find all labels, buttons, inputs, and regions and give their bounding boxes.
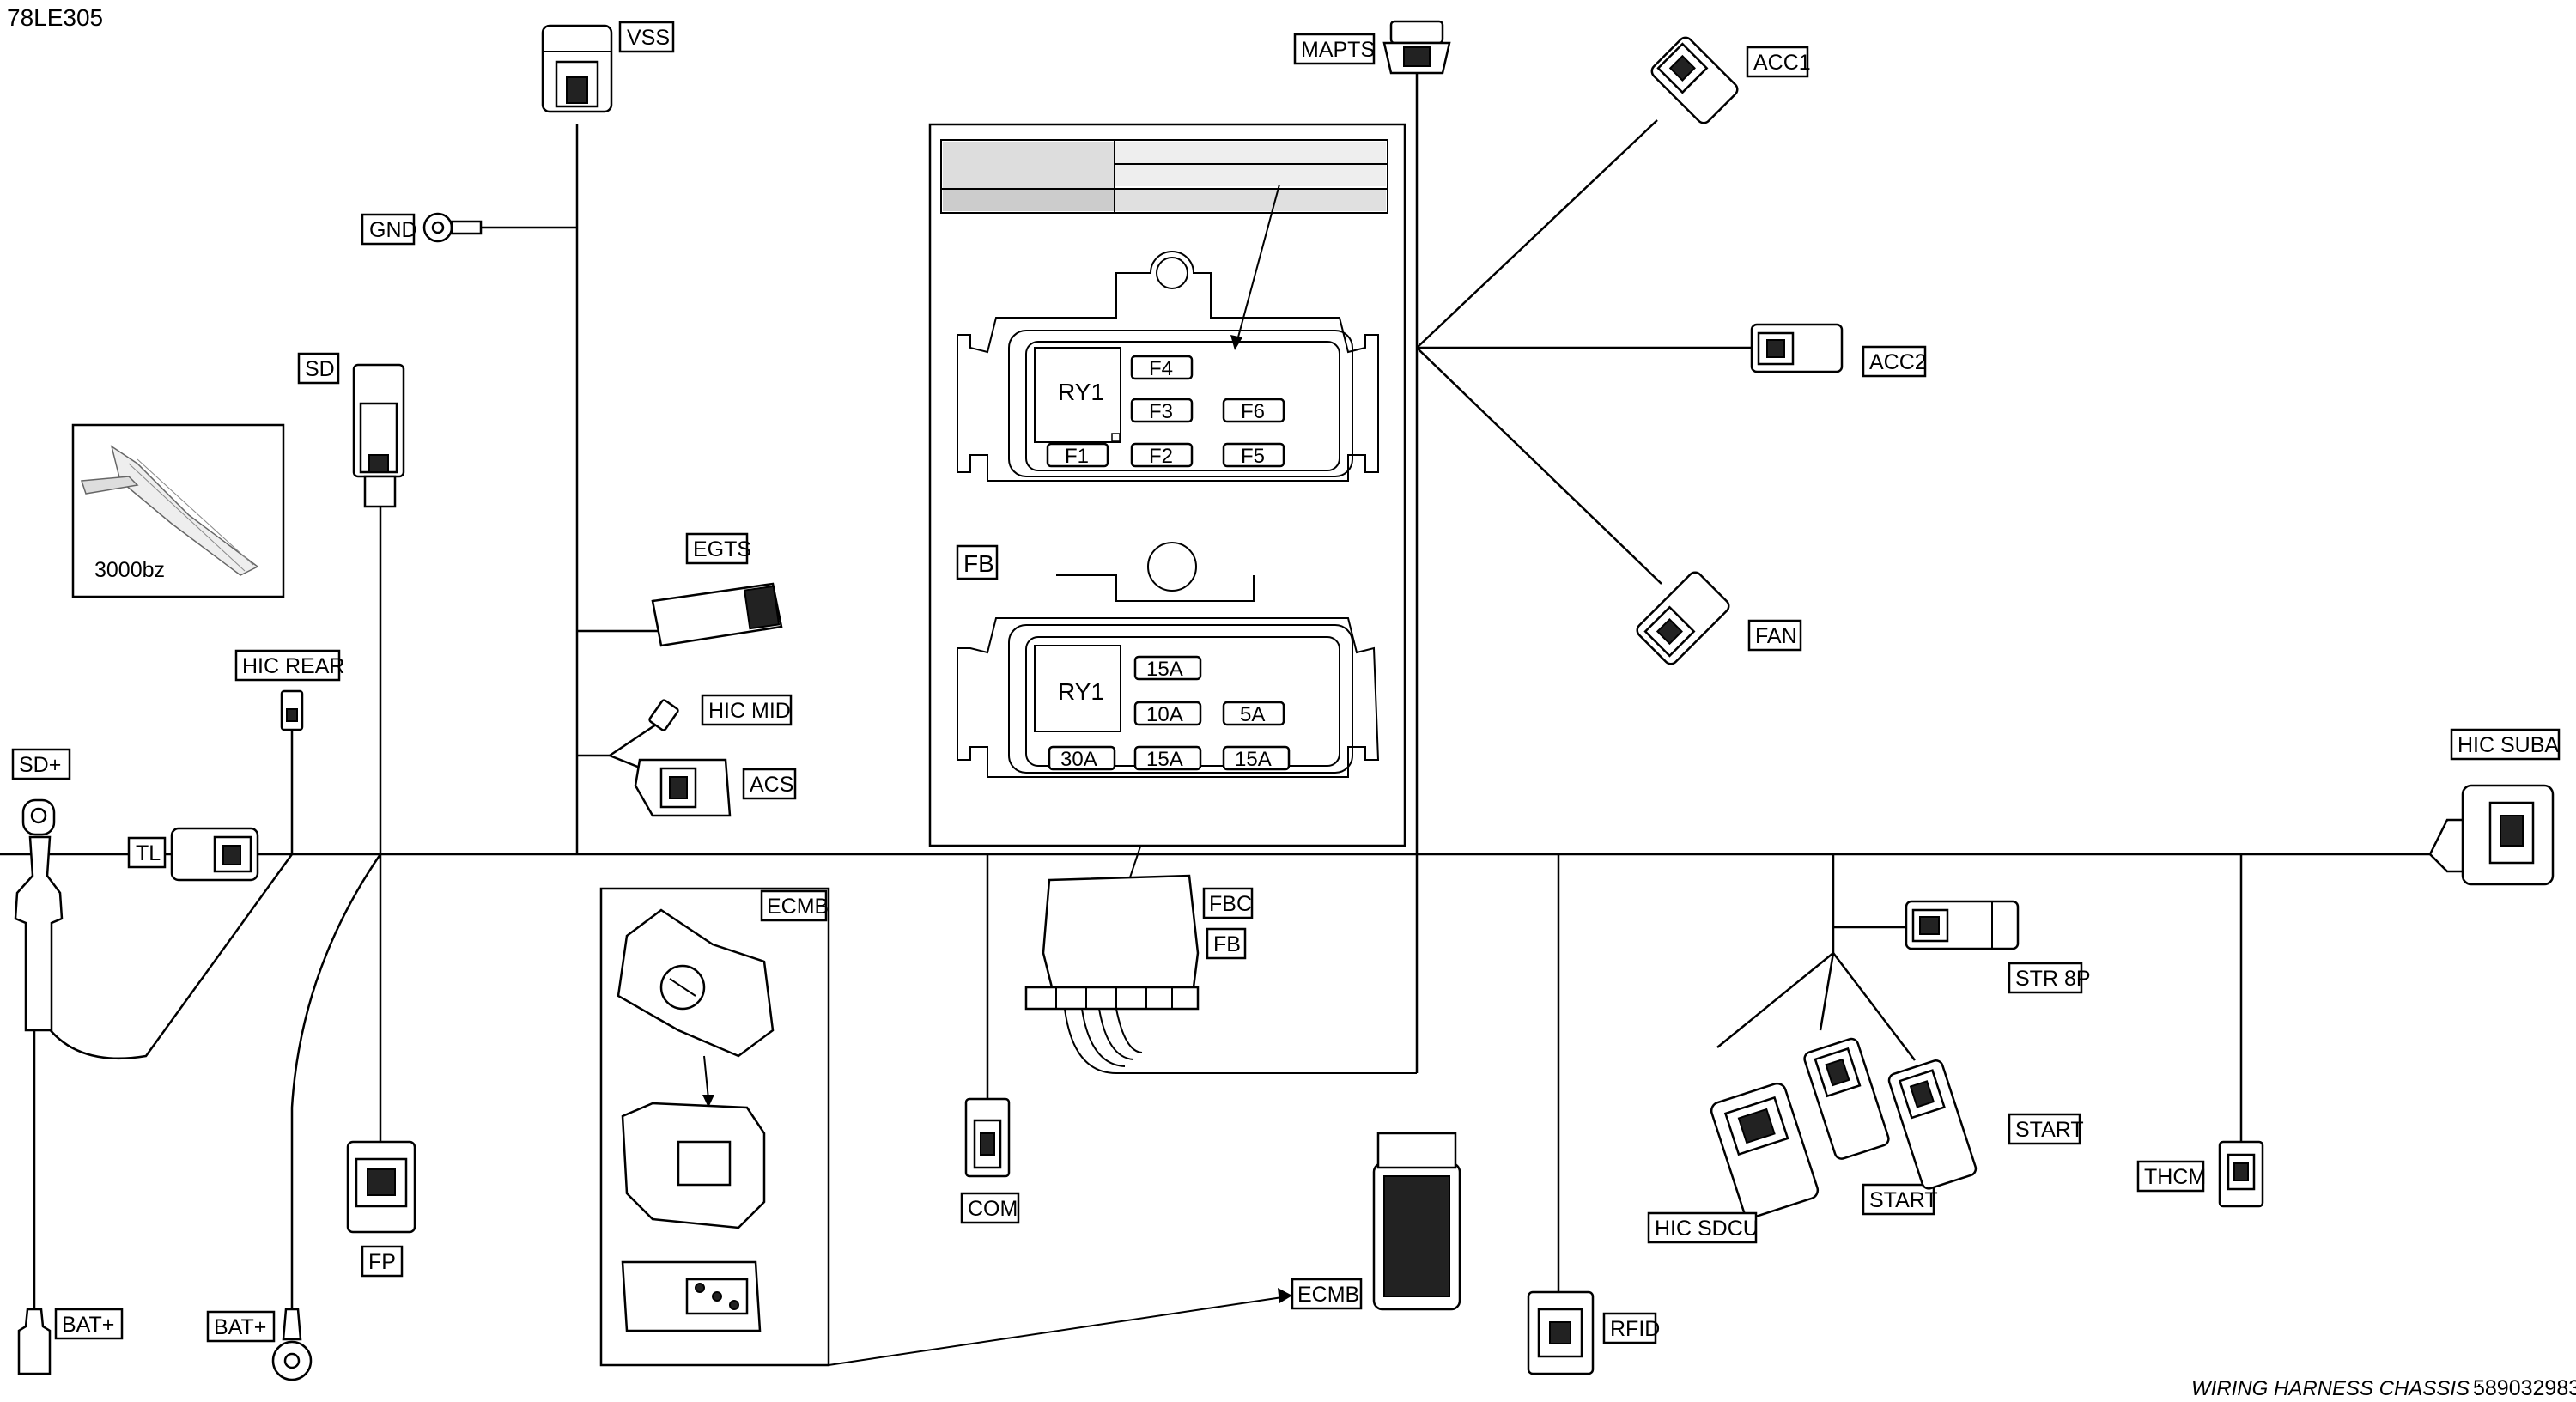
hic-sdcu-connector (1710, 1082, 1820, 1219)
fan-label: FAN (1755, 624, 1797, 648)
start-upper-connector (1887, 1059, 1978, 1190)
fb-panel-label: FB (963, 550, 994, 577)
fuse-top-1: F4 (1130, 355, 1194, 380)
fuse-top-2: F3 (1130, 398, 1194, 423)
fuse-top-5-label: F2 (1149, 445, 1173, 468)
sd-label: SD (305, 357, 335, 381)
tl-connector (170, 827, 259, 882)
acc2-label: ACC2 (1869, 350, 1927, 374)
fuse-bottom-6: 15A (1222, 745, 1291, 771)
fuse-top-2-label: F3 (1149, 400, 1173, 423)
egts-connector (651, 582, 783, 647)
sd-connector (352, 363, 405, 508)
fuse-bottom-5-label: 15A (1146, 748, 1183, 771)
rfid-connector (1527, 1290, 1595, 1375)
fuse-bottom-1-label: 15A (1146, 658, 1183, 681)
tl-label: TL (136, 841, 161, 865)
thcm-label: THCM (2144, 1165, 2206, 1189)
bat-plus-mid-label: BAT+ (214, 1315, 266, 1339)
footer-title: WIRING HARNESS CHASSIS : (2191, 1377, 2481, 1400)
fp-connector (346, 1140, 416, 1234)
vss-label: VSS (627, 26, 670, 50)
hic-rear-label: HIC REAR (242, 654, 344, 678)
start-lower-connector (1803, 1037, 1890, 1160)
start-upper-label: START (2015, 1118, 2084, 1142)
sd-plus-label: SD+ (19, 753, 61, 777)
doc-code: 78LE305 (7, 4, 103, 31)
com-connector (964, 1097, 1011, 1178)
ecmb-box-label: ECMB (767, 895, 829, 919)
ecmb-label: ECMB (1297, 1283, 1359, 1307)
acc2-connector (1750, 323, 1844, 373)
com-label: COM (968, 1197, 1018, 1221)
fuse-bottom-4-label: 30A (1060, 748, 1097, 771)
str8p-connector (1905, 900, 2020, 950)
bat-plus-mid-terminal (271, 1308, 313, 1381)
hic-suba-label: HIC SUBA (2458, 733, 2559, 757)
main-trunk (0, 73, 2464, 1366)
fuse-bottom-2-label: 10A (1146, 703, 1183, 726)
acc1-label: ACC1 (1753, 51, 1811, 75)
sd-plus-terminal (14, 798, 64, 1032)
footer-part-number: 589032983 (2473, 1376, 2576, 1400)
fan-connector (1636, 571, 1730, 665)
fuse-bottom-4: 30A (1048, 745, 1116, 771)
bat-plus-left-terminal (17, 1308, 52, 1375)
hic-suba-connector (2461, 784, 2555, 886)
fuse-top-3-label: F6 (1241, 400, 1265, 423)
acs-label: ACS (750, 773, 793, 797)
hic-mid-label: HIC MID (708, 699, 791, 723)
fuse-box-panel: RY1 F4 F3 F6 F1 F2 F5 FB (928, 123, 1406, 847)
hic-sdcu-label: HIC SDCU (1655, 1217, 1759, 1241)
fuse-top-4-label: F1 (1065, 445, 1089, 468)
thcm-connector (2218, 1140, 2264, 1208)
ecmb-connector (1372, 1132, 1461, 1311)
rfid-label: RFID (1610, 1317, 1660, 1341)
ecmb-box: ECMB (599, 887, 830, 1367)
fbc-connector (1024, 874, 1200, 1011)
fuse-bottom-6-label: 15A (1235, 748, 1272, 771)
hic-mid-connector (648, 699, 679, 731)
fuse-top-1-label: F4 (1149, 357, 1173, 380)
egts-label: EGTS (693, 537, 751, 561)
fuse-bottom-3-label: 5A (1240, 703, 1265, 726)
fuse-top-5: F2 (1130, 442, 1194, 468)
inset-caption: 3000bz (94, 558, 165, 582)
fuse-bottom-5: 15A (1133, 745, 1202, 771)
gnd-label: GND (369, 218, 417, 242)
fbc-label: FBC (1209, 892, 1252, 916)
fb-label: FB (1213, 932, 1241, 956)
inset-detail: 3000bz (71, 423, 285, 598)
fuse-bottom-2: 10A (1133, 701, 1202, 726)
str8p-label: STR 8P (2015, 967, 2091, 991)
fuse-top-3: F6 (1222, 398, 1285, 423)
relay-label-top: RY1 (1058, 379, 1104, 405)
mapts-connector (1382, 20, 1451, 75)
fuse-top-6: F5 (1222, 442, 1285, 468)
hic-rear-connector (280, 689, 304, 731)
gnd-terminal (422, 212, 483, 243)
fuse-bottom-1: 15A (1133, 655, 1202, 681)
relay-label-bottom: RY1 (1058, 678, 1104, 705)
start-lower-label: START (1869, 1188, 1938, 1212)
bat-plus-left-label: BAT+ (62, 1313, 114, 1337)
vss-connector (541, 24, 613, 113)
mapts-label: MAPTS (1301, 38, 1375, 62)
fp-label: FP (368, 1250, 396, 1274)
acs-connector (634, 758, 732, 817)
fuse-bottom-3: 5A (1222, 701, 1285, 726)
fuse-top-6-label: F5 (1241, 445, 1265, 468)
fuse-top-4: F1 (1046, 442, 1109, 468)
acc1-connector (1650, 36, 1739, 124)
